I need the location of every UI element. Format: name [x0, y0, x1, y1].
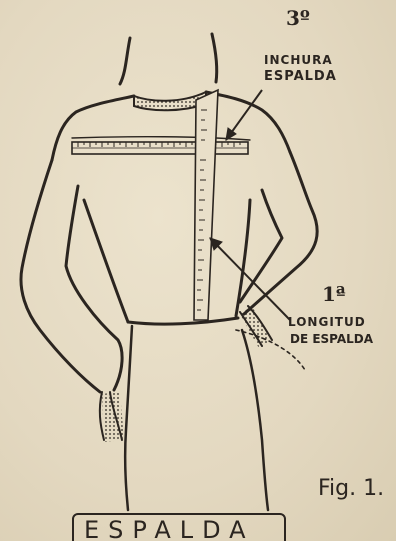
torso-left-side [84, 200, 128, 322]
head-outline [120, 38, 130, 84]
head-outline-right [212, 34, 217, 82]
step-3-marker: 3º [286, 6, 310, 30]
tape-vertical [194, 90, 218, 320]
back-width-label-line1: INCHURA [264, 53, 333, 67]
waist-line [128, 318, 238, 324]
step-1-marker: 1ª [322, 282, 346, 306]
figure-number: Fig. 1. [318, 476, 384, 501]
shoulder-seam-line [72, 137, 250, 140]
skirt-right [242, 330, 268, 510]
back-length-label-line2: DE ESPALDA [290, 332, 373, 346]
back-width-label-line2: ESPALDA [264, 69, 337, 84]
left-hand-shading [102, 392, 124, 442]
tape-horizontal [72, 142, 248, 154]
left-arm-outer [21, 160, 100, 392]
skirt-left [125, 326, 132, 510]
figure-caption: ESPALDA [84, 516, 255, 541]
back-length-label-line1: LONGITUD [288, 315, 366, 329]
left-arm-inner [66, 186, 122, 390]
